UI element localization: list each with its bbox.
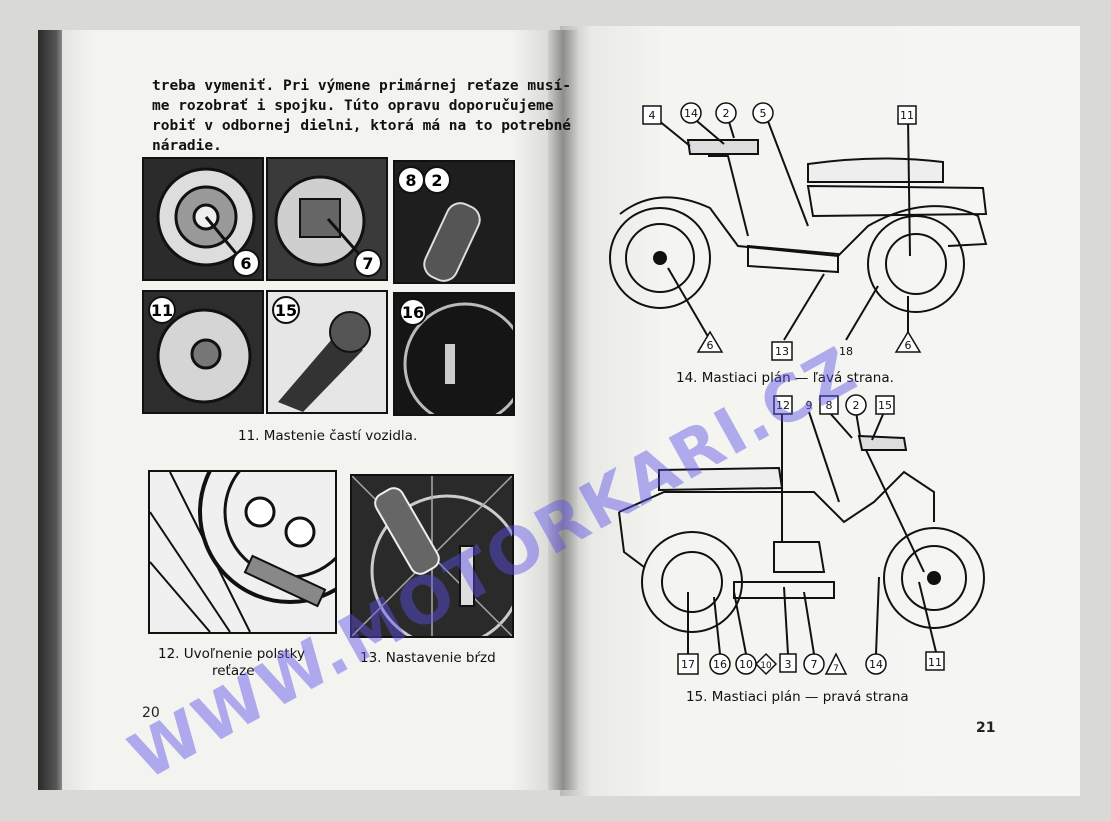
diagram-label: 10 [760, 661, 772, 671]
photo-label: 11 [151, 301, 173, 320]
photo-speedometer-drive: 16 [393, 292, 515, 416]
diagram-label: 2 [853, 399, 860, 412]
page-number-left: 20 [142, 705, 160, 721]
photo-chain-tensioner [148, 470, 337, 634]
diagram-label: 6 [707, 339, 714, 352]
photo-ignition: 7 [266, 157, 388, 281]
photo-label: 15 [275, 301, 297, 320]
photo-label: 6 [240, 254, 251, 273]
paragraph-line: náradie. [152, 138, 222, 154]
photo-label: 2 [431, 171, 442, 190]
paragraph-line: robiť v odbornej dielni, ktorá má na to … [152, 118, 572, 134]
diagram-label: 7 [811, 658, 818, 671]
diagram-label: 10 [739, 658, 753, 671]
figure-12-caption-line1: 12. Uvoľnenie polstky [158, 646, 305, 662]
diagram-label: 13 [775, 345, 789, 358]
diagram-label: 8 [826, 399, 833, 412]
diagram-label: 18 [839, 345, 853, 358]
diagram-label: 3 [785, 658, 792, 671]
diagram-label: 15 [878, 399, 892, 412]
diagram-label: 11 [928, 656, 942, 669]
photo-label: 7 [362, 254, 373, 273]
photo-fork: 15 [266, 290, 388, 414]
paragraph-line: treba vymeniť. Pri výmene primárnej reťa… [152, 78, 572, 94]
figure-12-caption-line2: reťaze [212, 663, 255, 679]
photo-handlebar: 8 2 [393, 160, 515, 284]
diagram-label: 2 [723, 107, 730, 120]
photo-label: 16 [402, 303, 424, 322]
figure-15-caption: 15. Mastiaci plán — pravá strana [686, 689, 909, 705]
diagram-label: 4 [649, 109, 656, 122]
page-number-right: 21 [976, 720, 996, 736]
photo-wheel-hub: 6 [142, 157, 264, 281]
diagram-14-left-side: 4 14 2 5 11 6 13 18 6 [609, 102, 988, 361]
diagram-15-right-side: 12 9 8 2 15 17 16 10 10 3 7 7 14 11 [618, 394, 985, 676]
photo-brake-plate: 11 [142, 290, 264, 414]
paragraph-line: me rozobrať i spojku. Túto opravu doporu… [152, 98, 554, 114]
intro-paragraph: treba vymeniť. Pri výmene primárnej reťa… [152, 76, 572, 156]
diagram-label: 16 [713, 658, 727, 671]
figure-11-caption: 11. Mastenie častí vozidla. [238, 428, 418, 444]
diagram-label: 11 [900, 109, 914, 122]
page-gutter [548, 30, 578, 790]
diagram-label: 7 [833, 664, 839, 674]
diagram-label: 9 [806, 399, 813, 412]
diagram-label: 17 [681, 658, 695, 671]
figure-14-caption: 14. Mastiaci plán — ľavá strana. [676, 370, 894, 386]
diagram-label: 6 [905, 339, 912, 352]
photo-brake-adjust [350, 474, 514, 638]
photo-label: 8 [405, 171, 416, 190]
diagram-label: 5 [760, 107, 767, 120]
diagram-label: 14 [684, 107, 698, 120]
diagram-label: 14 [869, 658, 883, 671]
diagram-label: 12 [776, 399, 790, 412]
figure-13-caption: 13. Nastavenie bŕzd [360, 650, 496, 666]
